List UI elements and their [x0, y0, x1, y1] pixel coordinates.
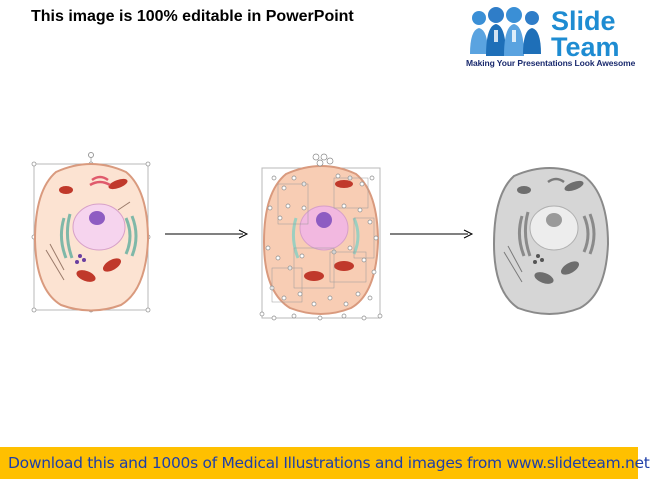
logo-word-slide: Slide — [551, 6, 616, 36]
page-title: This image is 100% editable in PowerPoin… — [31, 8, 354, 25]
arrow-1 — [165, 229, 249, 239]
footer-banner[interactable]: Download this and 1000s of Medical Illus… — [0, 447, 650, 479]
footer-text[interactable]: Download this and 1000s of Medical Illus… — [8, 454, 650, 472]
slideteam-logo[interactable]: Slide Team Making Your Presentations Loo… — [466, 4, 636, 70]
original-cell-illustration[interactable] — [26, 150, 156, 320]
grayscale-cell-illustration[interactable] — [486, 160, 614, 320]
logo-word-team: Team — [551, 32, 620, 62]
arrow-2 — [390, 229, 474, 239]
people-group-icon — [470, 7, 541, 56]
logo-tagline: Making Your Presentations Look Awesome — [466, 58, 636, 68]
editable-shapes-cell-illustration[interactable] — [254, 148, 388, 326]
